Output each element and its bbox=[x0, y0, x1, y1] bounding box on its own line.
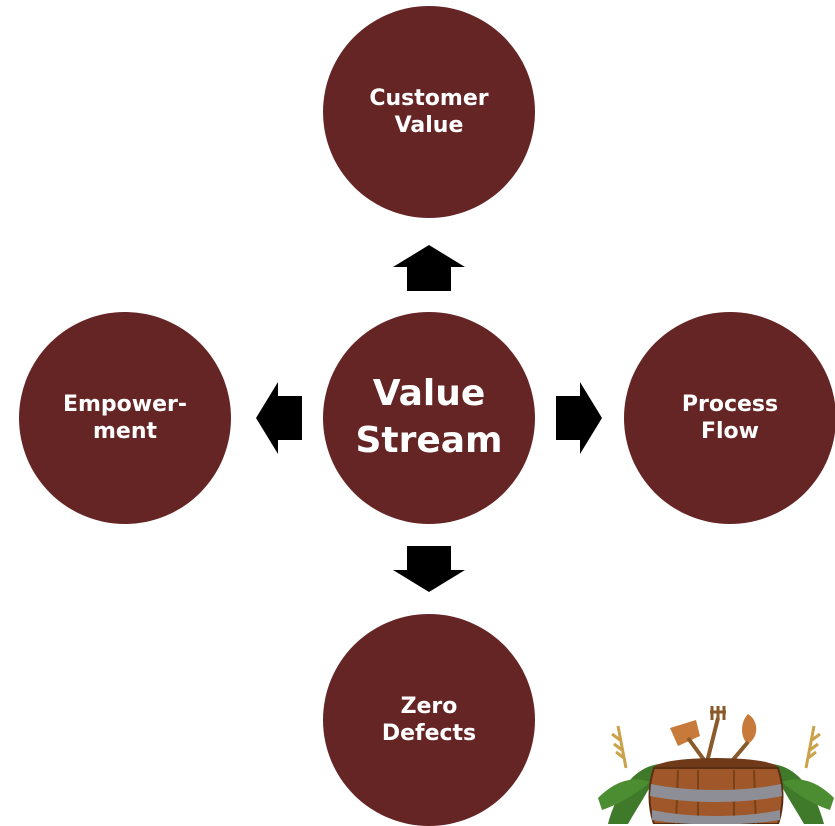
empowerment-label: Empower- ment bbox=[62, 391, 188, 445]
value-stream-node: Value Stream bbox=[323, 312, 535, 524]
value-stream-label: Value Stream bbox=[355, 373, 503, 461]
arrow-up-icon bbox=[393, 245, 465, 291]
barrel-emblem-icon bbox=[598, 706, 834, 824]
arrow-right-icon bbox=[556, 382, 602, 454]
zero-defects-label: Zero Defects bbox=[381, 693, 477, 747]
process-flow-node: Process Flow bbox=[624, 312, 835, 524]
customer-value-node: Customer Value bbox=[323, 6, 535, 218]
customer-value-label: Customer Value bbox=[369, 85, 489, 139]
arrow-down-icon bbox=[393, 546, 465, 592]
zero-defects-node: Zero Defects bbox=[323, 614, 535, 826]
process-flow-label: Process Flow bbox=[681, 391, 779, 445]
empowerment-node: Empower- ment bbox=[19, 312, 231, 524]
arrow-left-icon bbox=[256, 382, 302, 454]
